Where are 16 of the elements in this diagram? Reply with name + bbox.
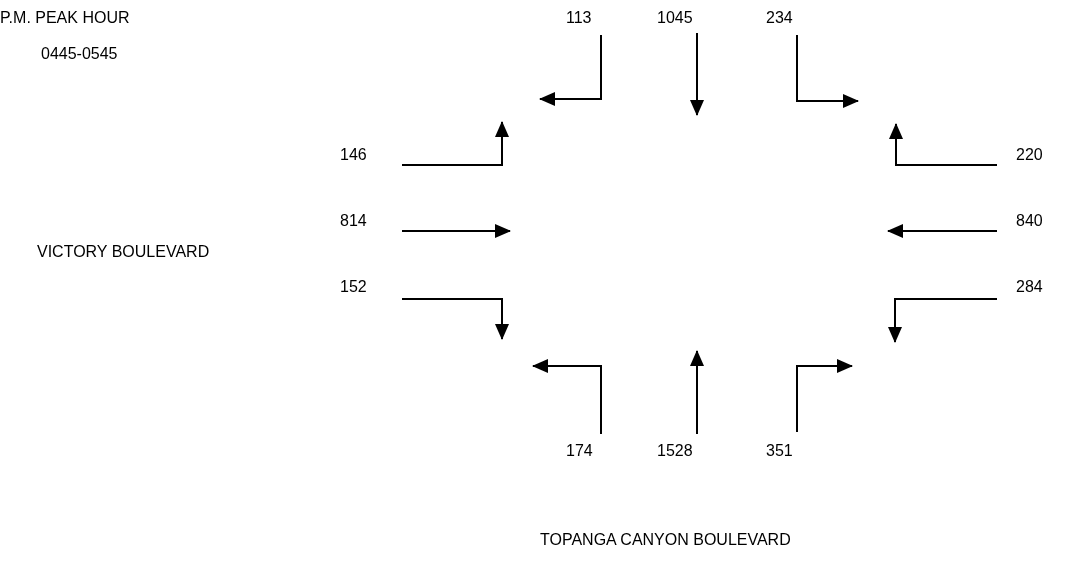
traffic-volume: 840 <box>1016 211 1043 230</box>
time-period: 0445-0545 <box>41 44 118 63</box>
traffic-volume: 146 <box>340 145 367 164</box>
traffic-volume: 814 <box>340 211 367 230</box>
traffic-volume: 351 <box>766 441 793 460</box>
traffic-volume: 152 <box>340 277 367 296</box>
street-name: TOPANGA CANYON BOULEVARD <box>540 530 791 549</box>
traffic-volume: 234 <box>766 8 793 27</box>
traffic-volume: 220 <box>1016 145 1043 164</box>
traffic-volume: 113 <box>566 8 592 27</box>
street-name: VICTORY BOULEVARD <box>37 242 210 261</box>
traffic-volume: 284 <box>1016 277 1043 296</box>
traffic-volume: 1045 <box>657 8 693 27</box>
traffic-volume: 1528 <box>657 441 693 460</box>
traffic-volume: 174 <box>566 441 593 460</box>
heading: P.M. PEAK HOUR <box>0 8 130 27</box>
